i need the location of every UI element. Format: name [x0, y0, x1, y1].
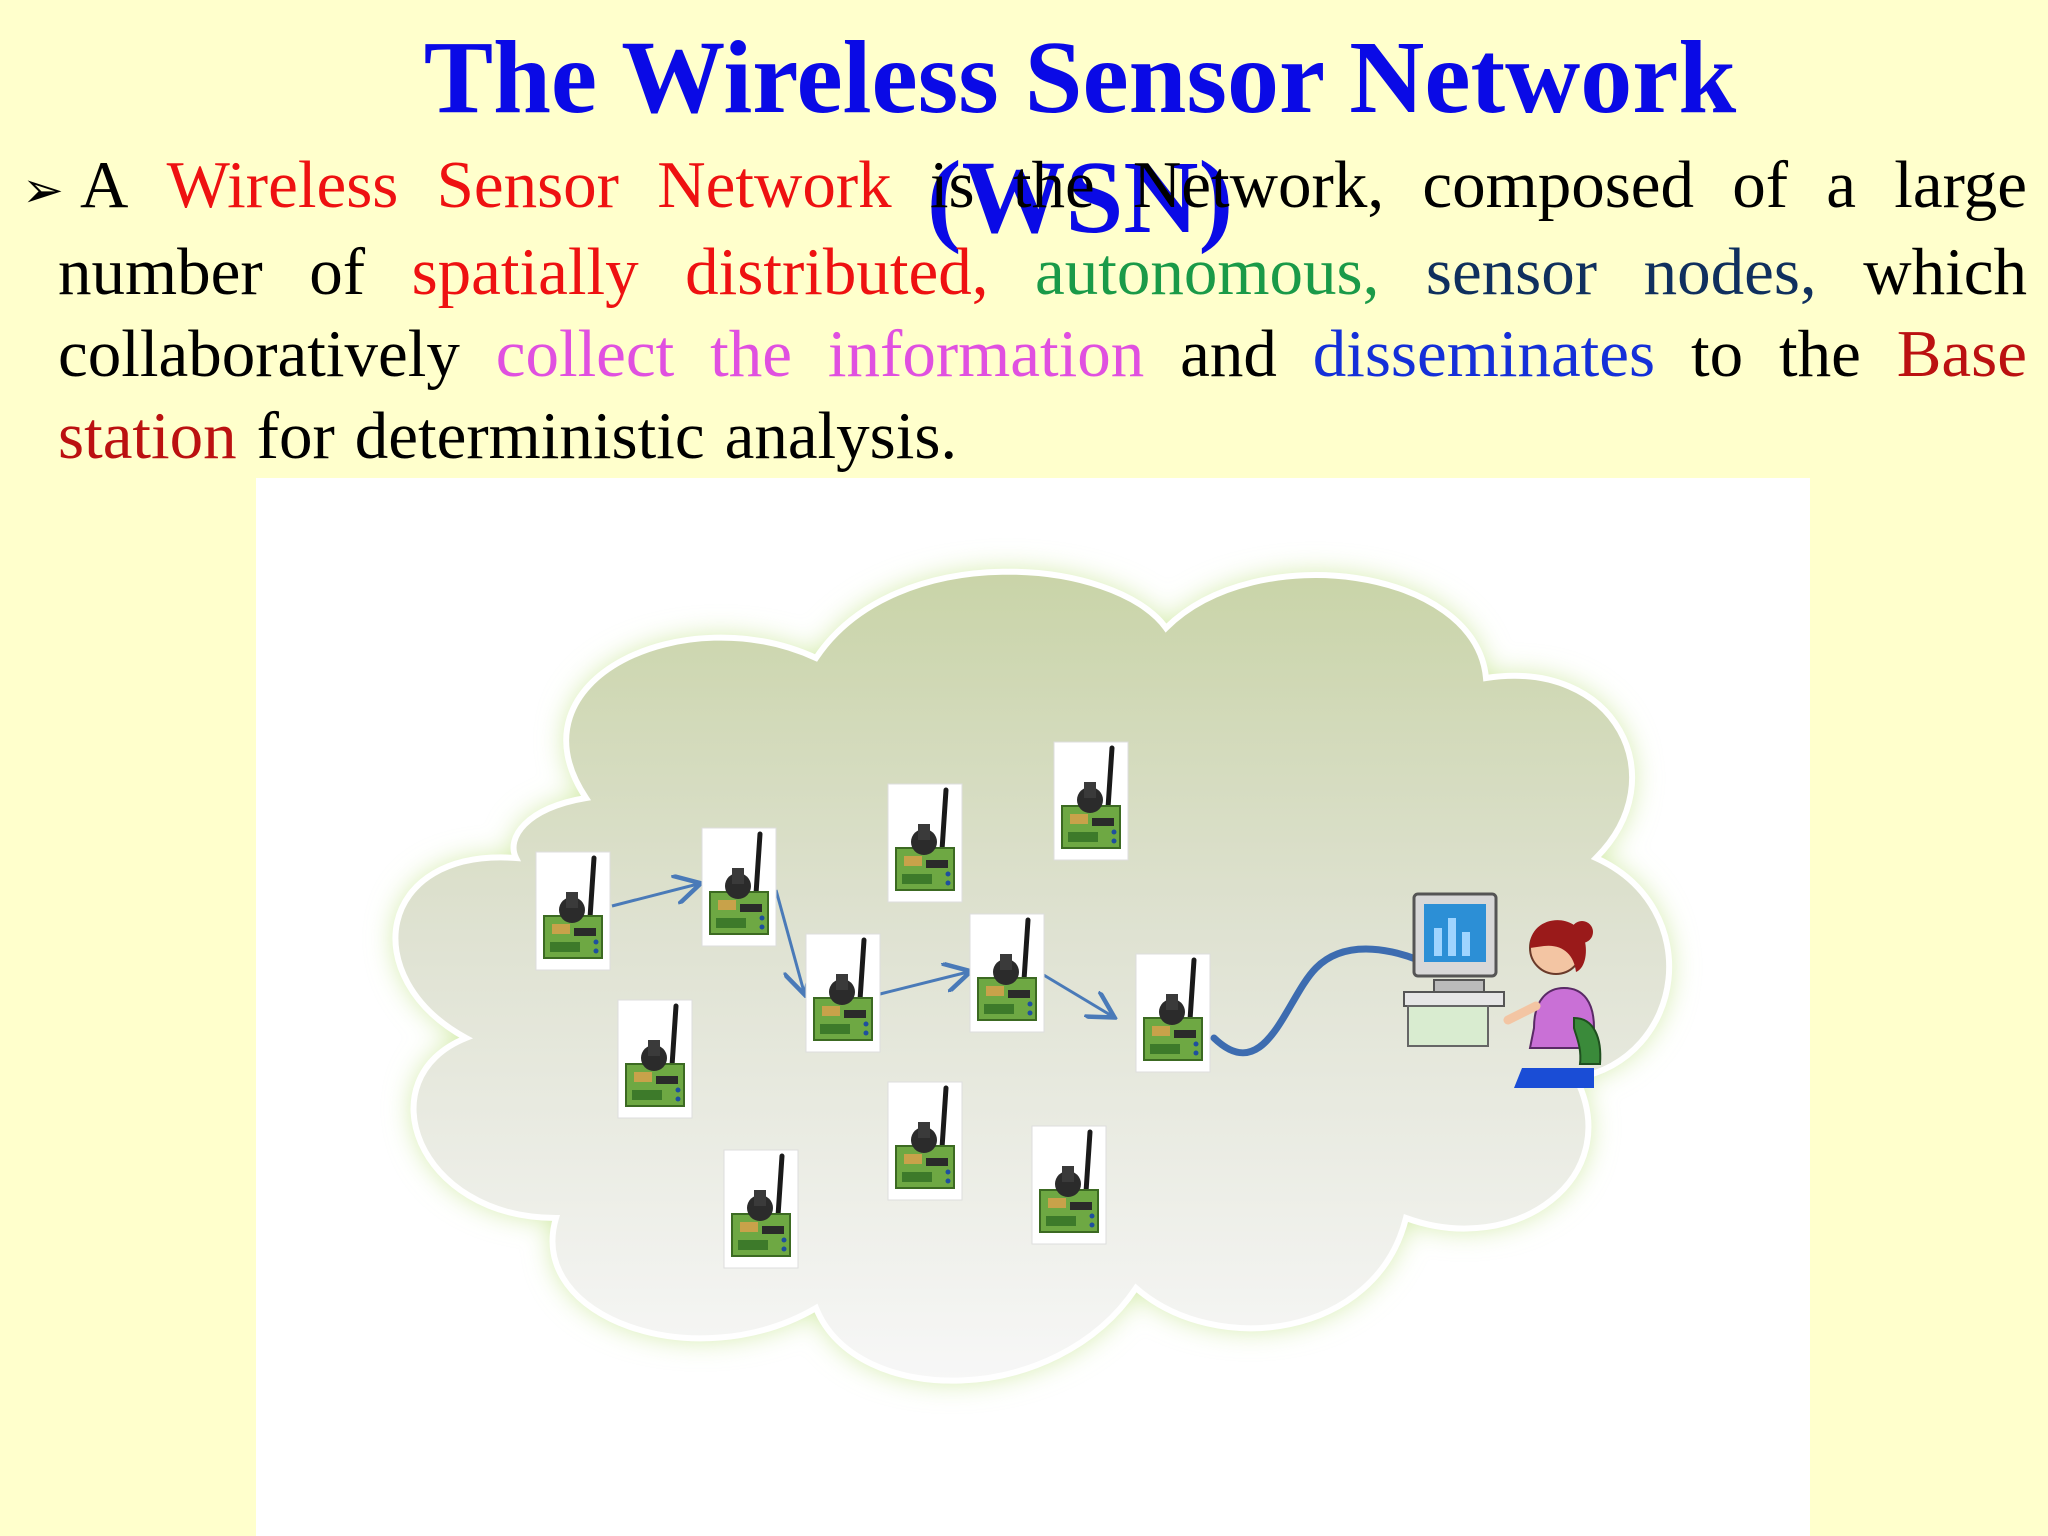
wireless-link — [1210, 945, 1440, 1057]
sensor-node-icon — [702, 828, 776, 946]
flow-arrow — [1041, 972, 1112, 1016]
word: Sensor — [436, 148, 619, 222]
word: collect — [495, 317, 675, 391]
base-station-user-icon — [1403, 892, 1602, 1088]
sensor-node-icon — [806, 934, 880, 1052]
wsn-diagram-svg — [392, 568, 1673, 1384]
wsn-diagram — [256, 478, 1810, 1536]
word: large — [1894, 148, 2027, 222]
flow-arrow — [774, 889, 804, 992]
word: which — [1863, 235, 2027, 309]
definition-paragraph: ➢A Wireless Sensor Network is the Networ… — [22, 144, 2027, 477]
word: of — [1732, 148, 1789, 222]
word: for — [256, 399, 335, 473]
word: a — [1826, 148, 1857, 222]
sensor-node-icon — [1054, 742, 1128, 860]
paragraph-line-2: number of spatially distributed, autonom… — [22, 231, 2027, 313]
flow-arrow — [611, 884, 698, 908]
word: the — [1779, 317, 1861, 391]
word: is — [929, 148, 975, 222]
word: distributed, — [685, 235, 989, 309]
slide-title: The Wireless Sensor Network (WSN) — [423, 20, 1737, 255]
paragraph-line-4: station for deterministic analysis. — [22, 395, 2027, 477]
sensor-node-icon — [618, 1000, 692, 1118]
word: composed — [1422, 148, 1695, 222]
word: the — [1012, 148, 1095, 222]
word: to — [1691, 317, 1744, 391]
word: information — [827, 317, 1145, 391]
word: of — [309, 235, 366, 309]
sensor-node-icon — [888, 1082, 962, 1200]
word: nodes, — [1643, 235, 1817, 309]
sensor-node-icon — [1032, 1126, 1106, 1244]
word: Base — [1896, 317, 2027, 391]
sensor-node-icon — [970, 914, 1044, 1032]
word: station — [58, 399, 237, 473]
word: and — [1180, 317, 1277, 391]
word: the — [710, 317, 793, 391]
word: analysis. — [724, 399, 958, 473]
word: disseminates — [1312, 317, 1656, 391]
word: spatially — [411, 235, 639, 309]
sensor-node-icon — [888, 784, 962, 902]
word: Network — [657, 148, 892, 222]
sensor-node-icon — [536, 852, 610, 970]
word: collaboratively — [58, 317, 460, 391]
word: sensor — [1425, 235, 1598, 309]
word: number — [58, 235, 263, 309]
bullet-arrow-icon: ➢A — [22, 148, 129, 222]
word: autonomous, — [1035, 235, 1380, 309]
sensor-node-icon — [1136, 954, 1210, 1072]
sensor-node-icon — [724, 1150, 798, 1268]
word: Network, — [1132, 148, 1385, 222]
flow-arrow — [879, 972, 968, 996]
paragraph-line-1: ➢A Wireless Sensor Network is the Networ… — [22, 144, 2027, 231]
paragraph-line-3: collaboratively collect the information … — [22, 313, 2027, 395]
word: deterministic — [354, 399, 705, 473]
flow-arrows — [611, 884, 1112, 1016]
word: Wireless — [166, 148, 399, 222]
